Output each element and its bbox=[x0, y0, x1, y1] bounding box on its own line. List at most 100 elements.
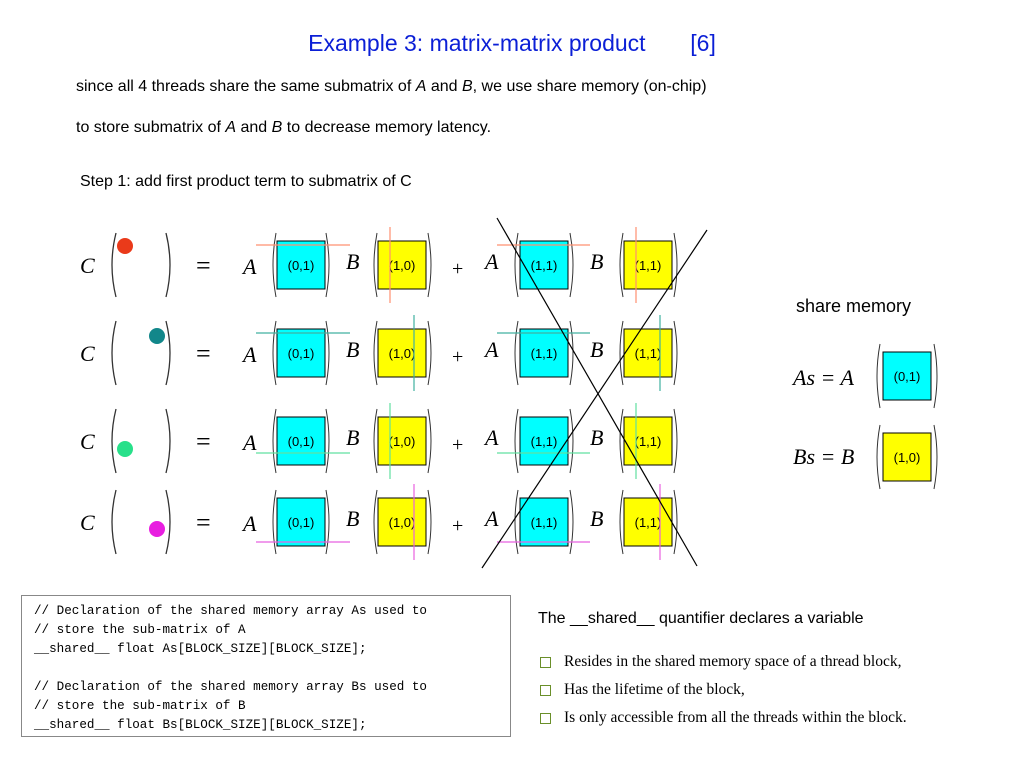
intro-line-1: since all 4 threads share the same subma… bbox=[76, 78, 707, 96]
equation-row: C=A(0,1)B(1,0)+A(1,1)B(1,1) bbox=[80, 403, 678, 479]
a-block bbox=[519, 328, 569, 378]
plus-sign: + bbox=[452, 258, 463, 280]
bullet-text: Has the lifetime of the block, bbox=[564, 681, 745, 698]
a-block-label: (0,1) bbox=[288, 515, 315, 530]
a-label: A bbox=[241, 342, 257, 367]
inner-left-paren bbox=[373, 408, 378, 474]
matrix-a-ref: A bbox=[415, 78, 427, 95]
bullet-text: Is only accessible from all the threads … bbox=[564, 709, 907, 726]
b-block bbox=[377, 497, 427, 547]
a-block bbox=[276, 328, 326, 378]
square-bullet-icon bbox=[540, 656, 551, 668]
square-bullet-icon bbox=[540, 684, 551, 696]
right-paren bbox=[165, 489, 171, 555]
a-label: A bbox=[241, 511, 257, 536]
left-paren bbox=[111, 408, 117, 474]
quantifier-heading: The __shared__ quantifier declares a var… bbox=[538, 610, 864, 627]
b-block-label: (1,0) bbox=[389, 434, 416, 449]
step-description: Step 1: add first product term to submat… bbox=[80, 173, 412, 190]
b-block bbox=[623, 240, 673, 290]
a-block-label: (0,1) bbox=[288, 346, 315, 361]
cross-out-mark bbox=[481, 217, 708, 569]
inner-left-paren bbox=[514, 408, 519, 474]
inner-right-paren bbox=[325, 408, 330, 474]
thread-dot bbox=[117, 238, 133, 254]
b-label: B bbox=[590, 506, 603, 531]
matrix-b-ref: B bbox=[461, 78, 473, 95]
a-block-label: (0,1) bbox=[288, 258, 315, 273]
b-block-label: (1,0) bbox=[389, 258, 416, 273]
b-label: B bbox=[346, 506, 359, 531]
a-block bbox=[519, 416, 569, 466]
left-paren bbox=[111, 232, 117, 298]
inner-right-paren bbox=[933, 424, 938, 490]
matrix-a-ref: A bbox=[225, 119, 237, 136]
bs-equals-b-label: Bs = B bbox=[793, 444, 854, 469]
inner-right-paren bbox=[673, 232, 678, 298]
intro-text: and bbox=[426, 78, 462, 95]
as-equals-a-label: As = A bbox=[791, 365, 854, 390]
equals-sign: = bbox=[196, 427, 211, 456]
plus-sign: + bbox=[452, 346, 463, 368]
inner-left-paren bbox=[514, 232, 519, 298]
b-block bbox=[377, 328, 427, 378]
b-block bbox=[623, 328, 673, 378]
b-block-label: (1,1) bbox=[635, 258, 662, 273]
inner-left-paren bbox=[619, 320, 624, 386]
inner-left-paren bbox=[514, 489, 519, 555]
inner-left-paren bbox=[373, 232, 378, 298]
intro-text: to decrease memory latency. bbox=[282, 119, 492, 136]
code-line: // Declaration of the shared memory arra… bbox=[34, 680, 427, 694]
code-block: // Declaration of the shared memory arra… bbox=[21, 595, 511, 737]
as-block bbox=[882, 351, 932, 401]
inner-right-paren bbox=[325, 320, 330, 386]
a-block bbox=[276, 497, 326, 547]
inner-right-paren bbox=[569, 232, 574, 298]
equals-sign: = bbox=[196, 251, 211, 280]
b-block-label: (1,0) bbox=[389, 346, 416, 361]
b-label: B bbox=[346, 337, 359, 362]
inner-left-paren bbox=[876, 424, 881, 490]
thread-dot bbox=[149, 521, 165, 537]
c-label: C bbox=[80, 341, 95, 366]
inner-right-paren bbox=[569, 408, 574, 474]
a-label: A bbox=[483, 337, 499, 362]
list-item: Has the lifetime of the block, bbox=[540, 676, 907, 704]
b-block-label: (1,0) bbox=[389, 515, 416, 530]
left-paren bbox=[111, 489, 117, 555]
right-paren bbox=[165, 232, 171, 298]
inner-right-paren bbox=[933, 343, 938, 409]
intro-text: since all 4 threads share the same subma… bbox=[76, 78, 416, 95]
cross-line bbox=[496, 217, 698, 567]
thread-dot bbox=[117, 441, 133, 457]
inner-right-paren bbox=[325, 489, 330, 555]
b-label: B bbox=[590, 249, 603, 274]
bs-block bbox=[882, 432, 932, 482]
inner-right-paren bbox=[427, 489, 432, 555]
inner-left-paren bbox=[272, 320, 277, 386]
a-block bbox=[276, 416, 326, 466]
right-paren bbox=[165, 320, 171, 386]
inner-left-paren bbox=[876, 343, 881, 409]
inner-right-paren bbox=[673, 408, 678, 474]
c-label: C bbox=[80, 429, 95, 454]
share-memory-label: share memory bbox=[796, 296, 912, 316]
equation-row: C=A(0,1)B(1,0)+A(1,1)B(1,1) bbox=[80, 315, 678, 391]
b-label: B bbox=[346, 425, 359, 450]
b-block bbox=[377, 240, 427, 290]
inner-left-paren bbox=[619, 408, 624, 474]
c-label: C bbox=[80, 253, 95, 278]
intro-line-2: to store submatrix of A and B to decreas… bbox=[76, 119, 491, 137]
cross-line bbox=[481, 229, 708, 569]
a-block bbox=[519, 497, 569, 547]
left-paren bbox=[111, 320, 117, 386]
a-block bbox=[519, 240, 569, 290]
matrix-b-ref: B bbox=[271, 119, 283, 136]
code-line: // Declaration of the shared memory arra… bbox=[34, 604, 427, 618]
inner-right-paren bbox=[569, 489, 574, 555]
inner-right-paren bbox=[673, 489, 678, 555]
a-block-label: (1,1) bbox=[531, 346, 558, 361]
bs-block-label: (1,0) bbox=[894, 450, 921, 465]
page-title: Example 3: matrix-matrix product [6] bbox=[308, 30, 716, 56]
b-label: B bbox=[346, 249, 359, 274]
